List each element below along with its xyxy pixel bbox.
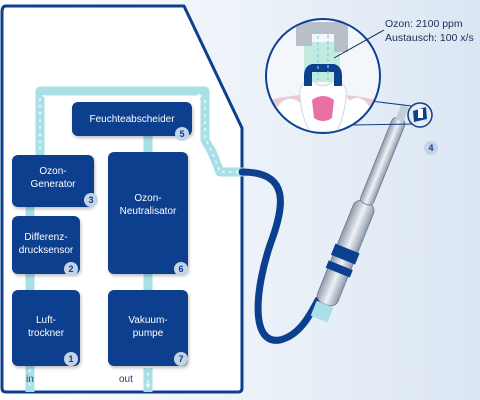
handpiece-tip xyxy=(407,102,433,128)
box-ozon-neutralisator: Ozon- Neutralisator xyxy=(108,152,188,274)
box-label: Ozon- Neutralisator xyxy=(119,193,177,217)
callout-pointer xyxy=(333,29,385,59)
badge-6: 6 xyxy=(174,262,188,276)
badge-4: 4 xyxy=(424,141,438,155)
channel-generator-top xyxy=(35,86,246,177)
callout-exchange-rate: Austausch: 100 x/s xyxy=(385,32,474,44)
tip-nozzle xyxy=(304,64,342,86)
port-in-label: in xyxy=(26,374,34,385)
badge-7: 7 xyxy=(174,352,188,366)
box-vakuumpumpe: Vakuum- pumpe xyxy=(108,290,188,366)
callout-ozone-ppm: Ozon: 2100 ppm xyxy=(385,18,463,30)
box-label: Ozon- Generator xyxy=(30,166,76,190)
badge-3: 3 xyxy=(84,193,98,207)
hose xyxy=(238,168,322,344)
port-out-label: out xyxy=(119,374,133,385)
box-label: Feuchteabscheider xyxy=(89,114,175,125)
badge-1: 1 xyxy=(64,352,78,366)
box-feuchteabscheider: Feuchteabscheider xyxy=(72,102,192,136)
handpiece xyxy=(310,104,409,323)
box-label: Vakuum- pumpe xyxy=(128,315,168,339)
badge-2: 2 xyxy=(64,262,78,276)
badge-5: 5 xyxy=(175,127,189,141)
box-ozon-generator: Ozon- Generator xyxy=(12,155,94,207)
box-label: Differenz- drucksensor xyxy=(18,232,74,256)
box-label: Luft- trockner xyxy=(27,315,65,339)
magnifier-lens xyxy=(265,18,381,134)
